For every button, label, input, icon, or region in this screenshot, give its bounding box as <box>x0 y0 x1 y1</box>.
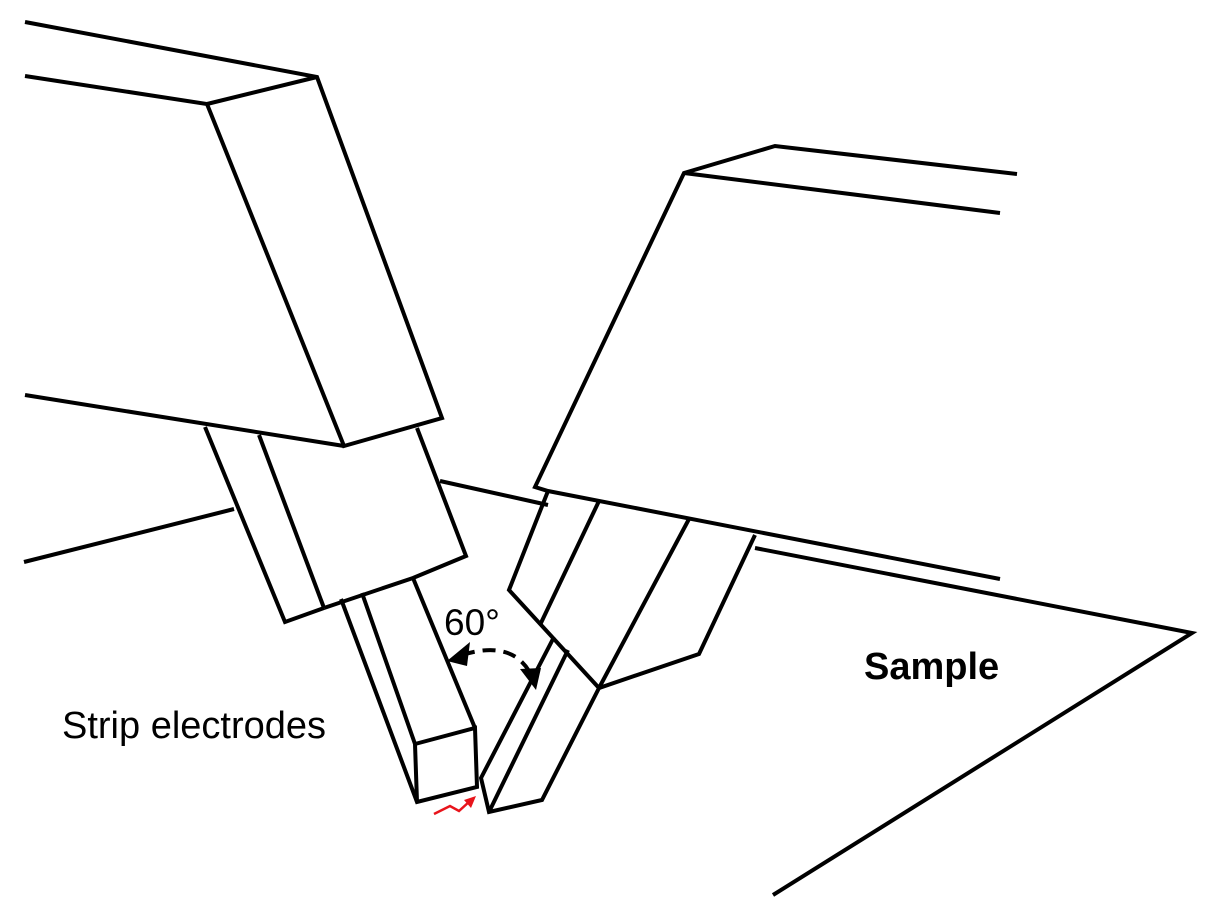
sample-label: Sample <box>864 646 1000 688</box>
sample-plane <box>23 479 1198 897</box>
right-clamp <box>506 490 757 691</box>
angle-label: 60° <box>444 602 500 643</box>
arrow-right-icon <box>520 668 541 690</box>
arrow-left-icon <box>447 642 470 666</box>
left-clamp <box>203 426 469 625</box>
left-strip-electrode <box>339 577 480 805</box>
strip-electrodes-label: Strip electrodes <box>62 705 327 747</box>
left-holder-block <box>24 20 445 449</box>
right-strip-electrode <box>478 636 601 815</box>
angle-arc <box>447 642 541 690</box>
spark-arrow-icon <box>464 796 476 808</box>
right-holder-block <box>532 143 1018 581</box>
spark-marker <box>433 796 476 816</box>
